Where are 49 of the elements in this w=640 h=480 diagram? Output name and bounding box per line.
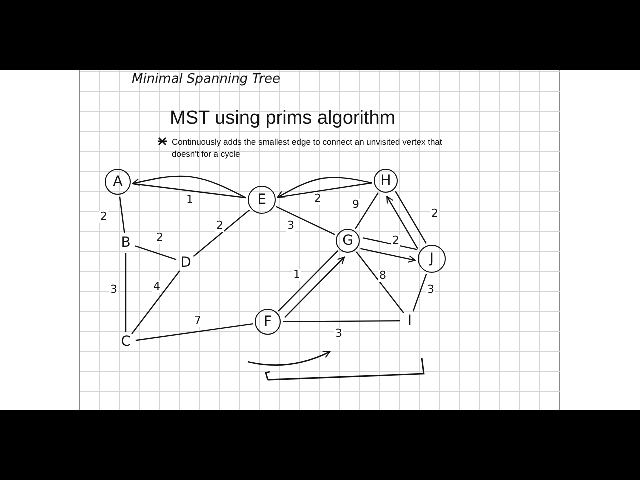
edge-weight: 1	[292, 269, 302, 281]
vertex-circle: A	[105, 169, 131, 195]
title: MST using prims algorithm	[170, 108, 396, 130]
edge-weight: 1	[186, 194, 194, 206]
vertex-label: D	[178, 255, 194, 271]
edge-weight: 3	[426, 284, 436, 296]
vertex-label: C	[118, 334, 134, 350]
edge-weight: 7	[194, 315, 202, 327]
edge-line	[119, 196, 126, 234]
edge-line	[354, 192, 380, 230]
edge-weight: 2	[430, 208, 440, 220]
edge-line	[193, 210, 250, 258]
arrow	[284, 256, 346, 318]
arrow	[386, 196, 418, 250]
edge-line	[136, 324, 254, 342]
edge-line	[278, 182, 372, 198]
vertex-circle: J	[418, 245, 446, 273]
bullet-text: Continuously adds the smallest edge to connect an unvisited vertex that doesn't for a cycle	[172, 136, 444, 160]
edge-weight: 2	[314, 193, 322, 205]
handwritten-heading: Minimal Spanning Tree	[132, 72, 281, 87]
edge-line	[276, 206, 336, 236]
edge-line	[135, 246, 177, 260]
vertex-label: B	[118, 235, 134, 251]
edge-line	[412, 274, 428, 312]
edge-weight: 4	[152, 281, 162, 293]
edge-weight: 9	[352, 199, 360, 211]
vertex-circle: E	[248, 186, 276, 214]
edge-line	[395, 191, 427, 244]
edge-weight: 8	[378, 270, 388, 282]
edge-weight: 2	[156, 232, 164, 244]
edge-line	[132, 270, 180, 334]
vertex-label: I	[402, 313, 418, 329]
vertex-circle: H	[374, 169, 398, 193]
edge-weight: 3	[334, 328, 344, 340]
edge-weight: 2	[392, 235, 400, 247]
arrow	[277, 177, 372, 198]
edge-line	[125, 253, 127, 332]
edge-line	[362, 237, 418, 250]
edge-line	[356, 252, 404, 314]
edge-line	[278, 250, 339, 312]
arrow	[360, 248, 416, 263]
edge-line	[283, 320, 400, 322]
edge-weight: 2	[216, 220, 224, 232]
edge-weight: 3	[110, 284, 118, 296]
vertex-circle: G	[336, 229, 360, 253]
vertex-circle: F	[255, 309, 281, 335]
edge-weight: 2	[100, 211, 108, 223]
edge-weight: 3	[286, 220, 296, 232]
arrow	[132, 176, 246, 199]
